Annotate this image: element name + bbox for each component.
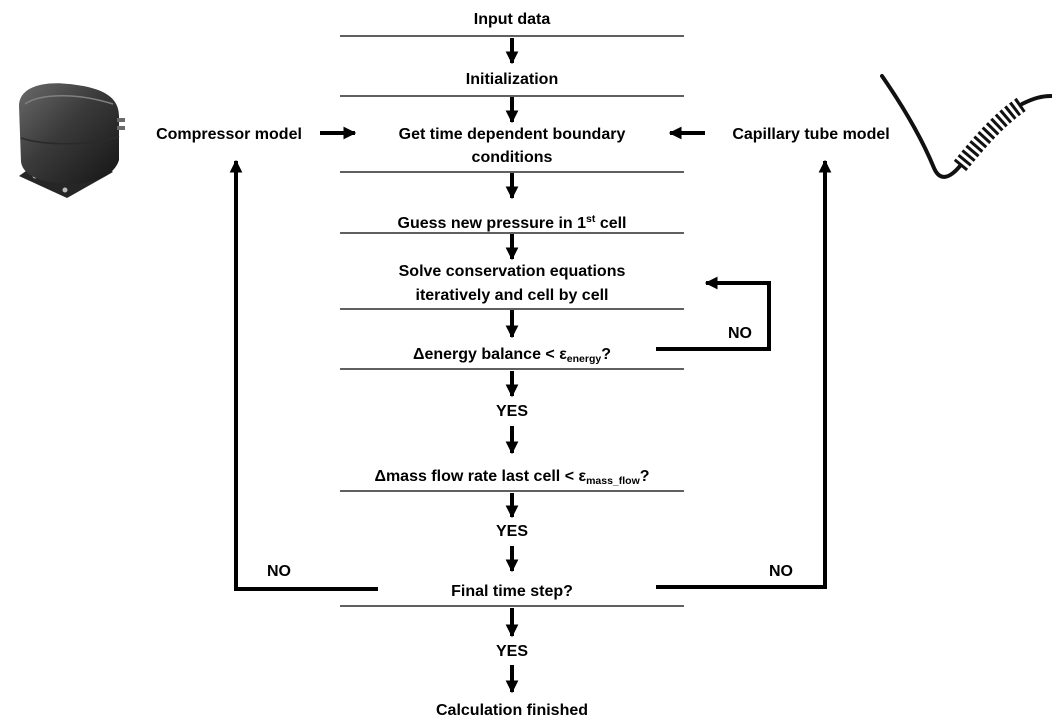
capillary-tube-model-label: Capillary tube model bbox=[732, 126, 890, 143]
energy-suffix: ? bbox=[601, 346, 612, 363]
decision-energy-balance: Δenergy balance < εenergy? bbox=[413, 344, 611, 370]
compressor-icon bbox=[19, 83, 125, 198]
mass-subscript: mass_flow bbox=[586, 475, 640, 487]
flow-arrows bbox=[229, 38, 832, 694]
energy-subscript: energy bbox=[566, 353, 602, 365]
no-label-left: NO bbox=[267, 563, 291, 580]
decision-mass-flow: Δmass flow rate last cell < εmass_flow? bbox=[374, 466, 649, 492]
step-input-data: Input data bbox=[473, 11, 551, 28]
guess-superscript: st bbox=[586, 213, 596, 225]
step-boundary-line1: Get time dependent boundary bbox=[398, 126, 626, 143]
step-initialization: Initialization bbox=[465, 71, 559, 88]
energy-text: Δenergy balance < ε bbox=[412, 346, 567, 363]
step-guess-pressure: Guess new pressure in 1st cell bbox=[397, 208, 626, 235]
capillary-tube-icon bbox=[880, 74, 1052, 179]
guess-suffix: cell bbox=[595, 215, 627, 232]
yes-label-final: YES bbox=[495, 643, 529, 660]
yes-label-mass: YES bbox=[495, 523, 529, 540]
step-solve-line2: iteratively and cell by cell bbox=[415, 287, 609, 304]
compressor-model-label: Compressor model bbox=[156, 126, 302, 143]
mass-suffix: ? bbox=[639, 468, 650, 485]
guess-text: Guess new pressure in 1 bbox=[397, 215, 587, 232]
step-underlines bbox=[340, 35, 684, 607]
no-label-energy: NO bbox=[728, 325, 752, 342]
step-solve-line1: Solve conservation equations bbox=[398, 263, 626, 280]
step-boundary-line2: conditions bbox=[471, 149, 553, 166]
mass-text: Δmass flow rate last cell < ε bbox=[374, 468, 587, 485]
yes-label-energy: YES bbox=[495, 403, 529, 420]
step-calculation-finished: Calculation finished bbox=[435, 702, 589, 719]
decision-final-time-step: Final time step? bbox=[451, 583, 573, 600]
no-label-right: NO bbox=[769, 563, 793, 580]
